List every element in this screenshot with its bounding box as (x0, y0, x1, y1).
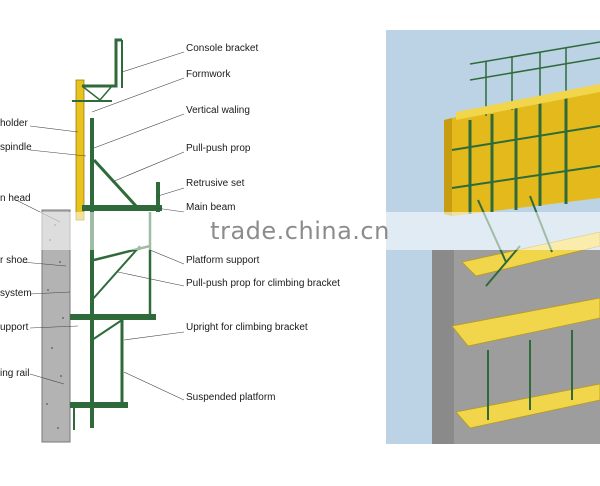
console-bracket (82, 38, 122, 88)
pull-push-prop-climbing (91, 245, 141, 301)
render-platform-lower (455, 383, 600, 429)
label-spindle: spindle (0, 142, 32, 153)
label-vertical-waling: Vertical waling (186, 105, 250, 116)
label-shoe: r shoe (0, 255, 28, 266)
watermark-text: trade.china.cn (0, 212, 600, 250)
label-console-bracket: Console bracket (186, 43, 259, 54)
label-main-beam: Main beam (186, 202, 236, 213)
label-pull-push-prop: Pull-push prop (186, 143, 251, 154)
render-platform-middle (451, 297, 600, 347)
pull-push-prop (92, 158, 138, 208)
climbing-bracket-platform (70, 314, 156, 320)
label-head: n head (0, 193, 31, 204)
vertical-waling (90, 118, 94, 428)
suspended-platform (70, 402, 128, 408)
render-formwork-face (452, 88, 600, 216)
label-pull-push-prop-climbing: Pull-push prop for climbing bracket (186, 278, 340, 289)
label-system: system (0, 288, 32, 299)
label-formwork: Formwork (186, 69, 231, 80)
label-upright-climbing: Upright for climbing bracket (186, 322, 308, 333)
label-platform-support: Platform support (186, 255, 260, 266)
main-beam (82, 205, 162, 211)
label-suspended-platform: Suspended platform (186, 392, 276, 403)
label-rail: ing rail (0, 368, 30, 379)
retrusive-upright (156, 182, 160, 212)
label-support: upport (0, 322, 29, 333)
label-retrusive-set: Retrusive set (186, 178, 245, 189)
label-holder: holder (0, 118, 28, 129)
right-leader-lines (91, 51, 185, 401)
